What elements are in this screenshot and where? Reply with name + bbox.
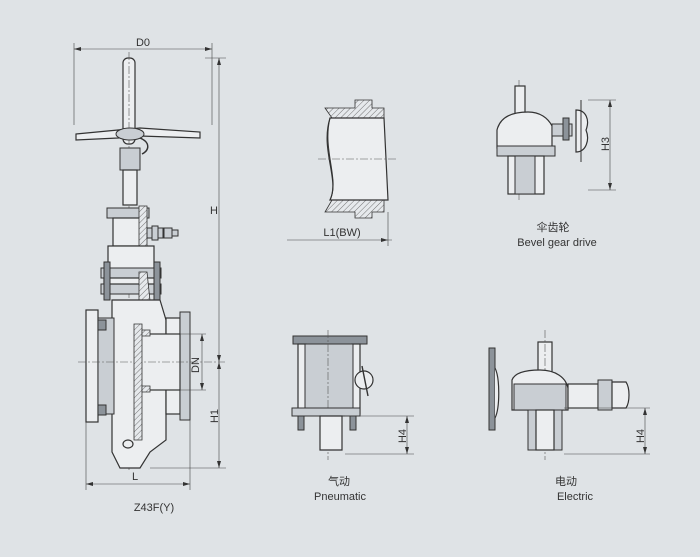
- h1-dimension: H1: [150, 362, 226, 469]
- butt-weld-end-detail: L1(BW): [287, 99, 398, 246]
- dn-dimension: DN: [180, 333, 206, 391]
- h4-pneumatic-label: H4: [397, 429, 409, 443]
- h1-label: H1: [209, 409, 221, 423]
- model-caption: Z43F(Y): [134, 502, 174, 514]
- main-gate-valve: D0: [73, 37, 226, 514]
- h4-electric-label: H4: [635, 429, 647, 443]
- handwheel: [75, 127, 201, 206]
- electric-caption-cn: 电动: [555, 475, 577, 488]
- bevel-caption-cn: 伞齿轮: [537, 220, 570, 234]
- pneumatic-actuator: H4 气动 Pneumatic: [291, 330, 414, 503]
- l1-label: L1(BW): [323, 227, 360, 239]
- dn-label: DN: [190, 357, 202, 373]
- electric-actuator: H4 电动 Electric: [488, 330, 650, 503]
- bevel-gear-drive: H3 伞齿轮 Bevel gear drive: [496, 80, 616, 249]
- d0-dimension: D0: [73, 37, 213, 125]
- pneumatic-caption-en: Pneumatic: [314, 491, 366, 503]
- electric-caption-en: Electric: [557, 491, 594, 503]
- l-label: L: [132, 471, 138, 483]
- h-label: H: [210, 205, 218, 217]
- l-dimension: L: [85, 420, 191, 490]
- pneumatic-caption-cn: 气动: [328, 474, 350, 488]
- d0-label: D0: [136, 37, 150, 49]
- h-dimension: H: [205, 57, 226, 362]
- valve-body: [78, 299, 225, 469]
- bevel-caption-en: Bevel gear drive: [517, 237, 597, 249]
- h3-label: H3: [600, 137, 612, 151]
- bonnet: [100, 245, 162, 321]
